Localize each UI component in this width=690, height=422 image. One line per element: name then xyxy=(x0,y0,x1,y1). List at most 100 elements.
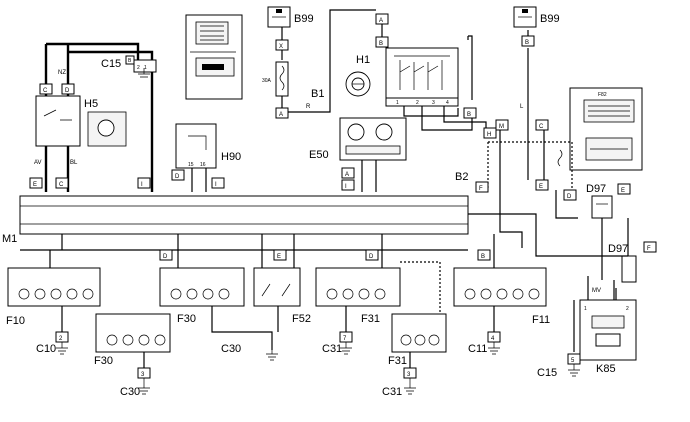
lamp-cluster-f10: F10 xyxy=(6,267,101,327)
f11-label: F11 xyxy=(532,314,550,326)
conn-c15-top xyxy=(133,59,157,73)
sensor-h90: H90 15 16 xyxy=(175,123,241,169)
svg-text:B: B xyxy=(481,254,485,260)
svg-text:MV: MV xyxy=(592,288,601,294)
lamp-cluster-f31-top: F31 xyxy=(315,267,401,325)
conn-x xyxy=(275,39,289,51)
conn-g-left xyxy=(55,177,69,189)
b2-label: B2 xyxy=(455,171,468,183)
conn-i-e50 xyxy=(341,179,355,191)
conn-b-c15 xyxy=(125,55,135,65)
conn-c-h5 xyxy=(39,83,53,95)
conn-b-mid xyxy=(463,107,477,119)
locator-panel-right: F82 xyxy=(569,87,643,171)
svg-text:I: I xyxy=(345,184,347,190)
fuse-b1: 30A B1 xyxy=(262,61,324,100)
d97-top-label: D97 xyxy=(586,183,606,195)
svg-text:D: D xyxy=(567,194,572,200)
svg-text:2: 2 xyxy=(416,100,419,106)
conn-e-f52 xyxy=(273,249,287,261)
c15-top-label: C15 xyxy=(101,58,121,70)
svg-text:E: E xyxy=(277,254,281,260)
c31-top-label: C31 xyxy=(322,343,342,355)
conn-m-right xyxy=(495,119,509,131)
svg-text:E: E xyxy=(539,184,543,190)
switch-h5: H5 xyxy=(35,95,127,147)
c30-low-label: C30 xyxy=(120,386,140,398)
relay-k85: 1 2 K85 xyxy=(579,299,637,375)
conn-a-e50 xyxy=(341,167,355,179)
h5-label: H5 xyxy=(84,98,98,110)
svg-text:E: E xyxy=(621,188,625,194)
k85-label: K85 xyxy=(596,363,616,375)
c15-bottom-label: C15 xyxy=(537,367,557,379)
instrument-e50: E50 xyxy=(309,117,407,161)
svg-text:D: D xyxy=(163,254,168,260)
svg-text:BL: BL xyxy=(70,160,78,166)
svg-text:NZ: NZ xyxy=(58,70,66,76)
conn-b-top xyxy=(375,36,389,48)
ground-symbols xyxy=(56,68,580,395)
svg-text:H: H xyxy=(487,132,491,138)
conn-e-b2 xyxy=(535,179,549,191)
svg-text:15: 15 xyxy=(188,162,194,168)
lamp-cluster-f30-low: F30 xyxy=(94,313,171,367)
connector-d97-top: D97 E xyxy=(586,183,631,219)
svg-text:3: 3 xyxy=(141,372,145,378)
battery-b99-right: B99 xyxy=(513,6,560,28)
lamp-cluster-f11: F11 xyxy=(453,267,550,326)
b99-right-label: B99 xyxy=(540,13,560,25)
svg-text:7: 7 xyxy=(343,336,347,342)
h1-label: H1 xyxy=(356,54,370,66)
lamp-cluster-f30-mid: F30 xyxy=(159,267,245,325)
svg-text:5: 5 xyxy=(571,358,575,364)
svg-text:C: C xyxy=(539,124,544,130)
c31-low-label: C31 xyxy=(382,386,402,398)
svg-text:B: B xyxy=(379,41,383,47)
svg-text:D: D xyxy=(65,88,70,94)
d97-bottom-label: D97 xyxy=(608,243,628,255)
conn-d-f31 xyxy=(365,249,379,261)
svg-text:1: 1 xyxy=(396,100,399,106)
svg-text:R: R xyxy=(306,104,311,110)
svg-text:2: 2 xyxy=(59,336,63,342)
svg-text:30A: 30A xyxy=(262,78,272,84)
conn-d-b2 xyxy=(563,189,577,201)
f30-low-label: F30 xyxy=(94,355,113,367)
svg-text:B: B xyxy=(467,112,471,118)
svg-text:3: 3 xyxy=(407,372,411,378)
svg-text:16: 16 xyxy=(200,162,206,168)
e50-label: E50 xyxy=(309,149,329,161)
f31-top-label: F31 xyxy=(361,313,380,325)
conn-a-b1 xyxy=(275,107,289,119)
svg-text:E: E xyxy=(33,182,37,188)
harness-m1: M1 xyxy=(2,195,469,245)
lamp-cluster-f31-low: F31 xyxy=(388,313,447,367)
f52-label: F52 xyxy=(292,313,311,325)
svg-text:3: 3 xyxy=(432,100,435,106)
svg-text:C: C xyxy=(59,182,64,188)
svg-text:A: A xyxy=(379,18,383,24)
svg-text:M: M xyxy=(499,124,504,130)
ignition-switch-block: 1 2 3 4 xyxy=(385,47,459,107)
h90-label: H90 xyxy=(221,151,241,163)
conn-b-f11 xyxy=(477,249,491,261)
relay-b2-area: B2 xyxy=(455,141,573,190)
conn-f-b2 xyxy=(475,181,489,193)
f30-mid-label: F30 xyxy=(177,313,196,325)
svg-text:B: B xyxy=(525,40,529,46)
m1-label: M1 xyxy=(2,233,17,245)
conn-h-right xyxy=(483,127,497,139)
b99-left-label: B99 xyxy=(294,13,314,25)
svg-text:D: D xyxy=(175,174,180,180)
svg-text:D: D xyxy=(369,254,374,260)
svg-text:I: I xyxy=(141,182,143,188)
connector-d97-bottom: D97 F xyxy=(608,241,657,283)
conn-i-left xyxy=(137,177,151,189)
svg-text:1: 1 xyxy=(144,65,147,71)
conn-d-f30 xyxy=(159,249,173,261)
conn-d-h90 xyxy=(171,169,185,181)
svg-text:4: 4 xyxy=(446,100,449,106)
f31-low-label: F31 xyxy=(388,355,407,367)
svg-text:F: F xyxy=(479,186,483,192)
